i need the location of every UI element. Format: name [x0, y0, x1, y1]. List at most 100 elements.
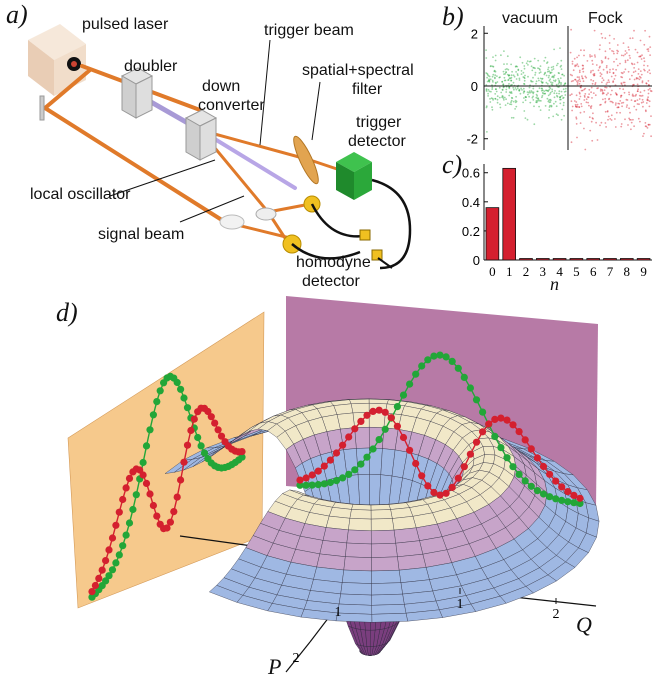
q-fock-marginal-point — [485, 420, 493, 428]
scatter-point — [551, 88, 554, 91]
q-fock-marginal-point — [479, 428, 487, 436]
scatter-point — [629, 57, 631, 59]
scatter-point — [603, 89, 606, 91]
scatter-point — [491, 65, 494, 68]
scatter-point — [491, 75, 494, 78]
bar-y-tick-label: 0.2 — [462, 224, 480, 239]
scatter-point — [505, 91, 508, 93]
q-fock-marginal-point — [381, 408, 389, 416]
label-pulsed-laser: pulsed laser — [82, 16, 169, 33]
q-vacuum-marginal-point — [527, 482, 535, 490]
scatter-point — [606, 81, 609, 84]
bar — [569, 258, 584, 261]
scatter-point — [505, 71, 507, 74]
p-vacuum-marginal-point — [108, 566, 117, 574]
scatter-point — [491, 108, 494, 111]
scatter-point — [563, 83, 566, 86]
p-fock-marginal-point — [105, 546, 113, 554]
scatter-point — [537, 67, 539, 70]
scatter-point — [487, 88, 490, 91]
q-fock-marginal-point — [460, 463, 468, 471]
scatter-point — [491, 79, 494, 82]
scatter-point — [535, 101, 537, 104]
scatter-point — [562, 96, 565, 99]
scatter-point — [523, 67, 526, 70]
scatter-point — [541, 89, 544, 92]
scatter-point — [557, 114, 559, 117]
scatter-point — [579, 95, 582, 98]
scatter-point — [601, 62, 603, 64]
scatter-point — [595, 64, 598, 66]
scatter-point — [607, 115, 610, 118]
scatter-point — [640, 101, 643, 104]
surface-patch — [483, 454, 496, 464]
scatter-point — [622, 88, 625, 91]
scatter-point — [550, 83, 553, 85]
scatter-point — [502, 96, 504, 98]
scatter-point — [637, 88, 639, 91]
scatter-point — [619, 111, 621, 114]
scatter-point — [597, 87, 599, 89]
scatter-point — [607, 118, 609, 121]
scatter-point — [578, 91, 581, 94]
q-vacuum-marginal-point — [533, 487, 542, 495]
scatter-point — [509, 103, 511, 106]
scatter-point — [633, 83, 635, 86]
p-fock-marginal-point — [102, 557, 110, 565]
scatter-point — [540, 89, 543, 92]
p-fock-marginal-point — [115, 508, 123, 516]
scatter-point — [521, 61, 524, 64]
q-vacuum-marginal-point — [302, 481, 310, 489]
scatter-point — [526, 91, 529, 93]
q-vacuum-marginal-point — [466, 384, 474, 392]
scatter-point — [513, 75, 516, 78]
scatter-point — [571, 63, 574, 65]
bar-category-label: 9 — [640, 264, 647, 279]
label-spatial-spectral: spatial+spectral — [302, 62, 414, 79]
scatter-point — [643, 57, 645, 60]
bar-category-label: 3 — [540, 264, 547, 279]
p-fock-marginal-point — [91, 581, 99, 590]
scatter-point — [512, 86, 515, 89]
q-vacuum-marginal-point — [308, 481, 316, 489]
scatter-point — [541, 81, 544, 84]
scatter-point — [495, 88, 497, 90]
scatter-point — [546, 97, 549, 100]
scatter-point — [604, 50, 607, 53]
scatter-point — [550, 71, 553, 74]
scatter-point — [552, 115, 555, 118]
scatter-point — [570, 93, 573, 96]
label-signal-beam: signal beam — [98, 226, 185, 243]
q-fock-marginal-point — [466, 450, 474, 458]
scatter-point — [588, 116, 591, 119]
scatter-point — [610, 75, 613, 78]
scatter-point — [508, 94, 511, 97]
p-axis-label: P — [268, 654, 282, 679]
scatter-point — [546, 61, 549, 63]
scatter-point — [575, 101, 578, 103]
scatter-point — [623, 71, 625, 73]
scatter-point — [614, 92, 617, 94]
p-vacuum-marginal-point — [153, 398, 161, 406]
scatter-point — [605, 126, 607, 128]
scatter-point — [630, 62, 633, 65]
scatter-point — [545, 81, 548, 84]
scatter-point — [575, 116, 578, 119]
scatter-point — [589, 55, 592, 58]
scatter-point — [552, 68, 555, 70]
scatter-point — [611, 50, 613, 52]
scatter-point — [500, 91, 503, 94]
q-vacuum-marginal-point — [369, 445, 377, 453]
p-fock-marginal-point — [238, 448, 246, 456]
scatter-point — [547, 94, 550, 97]
scatter-point — [555, 105, 558, 108]
p-vacuum-marginal-point — [180, 394, 188, 402]
q-vacuum-marginal-point — [430, 352, 438, 360]
scatter-point — [527, 75, 529, 78]
scatter-point — [525, 62, 528, 65]
scatter-point — [548, 74, 550, 77]
bar — [586, 258, 600, 261]
p-vacuum-marginal-point — [132, 491, 140, 499]
scatter-point — [526, 118, 529, 121]
scatter-point — [530, 80, 533, 83]
